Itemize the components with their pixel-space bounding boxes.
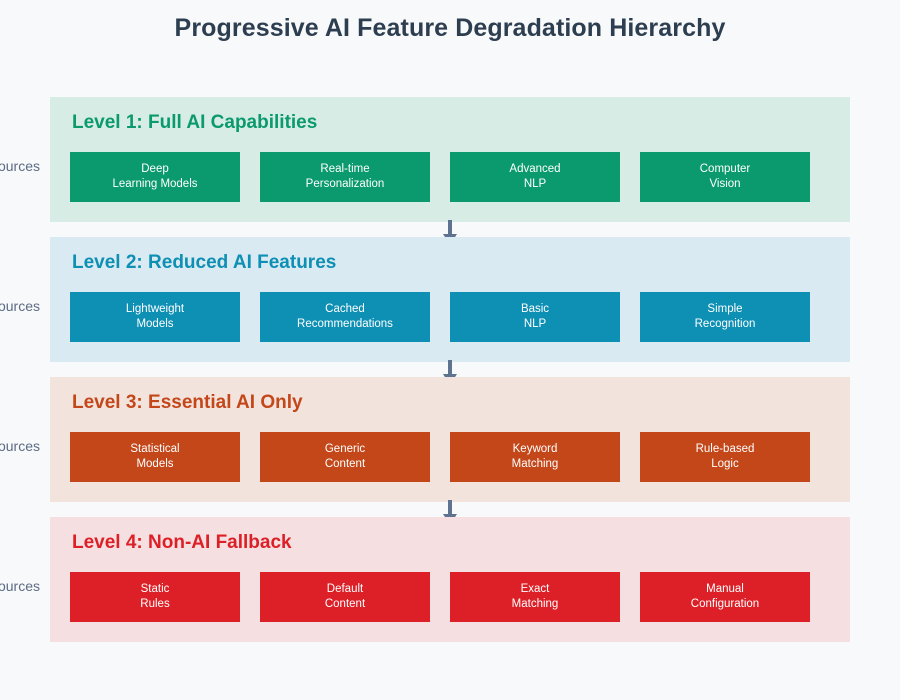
feature-box-advanced-nlp[interactable]: Advanced NLP	[450, 152, 620, 202]
feature-box-exact-matching[interactable]: Exact Matching	[450, 572, 620, 622]
level-panel-1: Level 1: Full AI Capabilities Deep Learn…	[50, 97, 850, 222]
feature-line-2: Content	[324, 458, 366, 470]
feature-line-1: Lightweight	[125, 303, 185, 315]
feature-box-statistical-models[interactable]: Statistical Models	[70, 432, 240, 482]
feature-line-2: Rules	[140, 598, 170, 610]
page-title: Progressive AI Feature Degradation Hiera…	[174, 14, 726, 42]
feature-box-static-rules[interactable]: Static Rules	[70, 572, 240, 622]
feature-line-1: Simple	[707, 303, 743, 315]
feature-line-1: Cached	[325, 303, 365, 315]
feature-line-2: Logic	[711, 458, 739, 470]
side-label-level-2: ources	[0, 298, 40, 314]
feature-line-2: Models	[136, 318, 174, 330]
feature-box-basic-nlp[interactable]: Basic NLP	[450, 292, 620, 342]
side-label-level-4: ources	[0, 578, 40, 594]
feature-box-computer-vision[interactable]: Computer Vision	[640, 152, 810, 202]
level-heading-2: Level 2: Reduced AI Features	[72, 252, 337, 273]
feature-line-2: Content	[324, 598, 366, 610]
level-heading-1: Level 1: Full AI Capabilities	[72, 112, 318, 133]
level-panel-4: Level 4: Non-AI Fallback Static Rules De…	[50, 517, 850, 642]
feature-box-deep-learning-models[interactable]: Deep Learning Models	[70, 152, 240, 202]
feature-box-lightweight-models[interactable]: Lightweight Models	[70, 292, 240, 342]
feature-line-2: Recommendations	[297, 318, 393, 330]
feature-box-rule-based-logic[interactable]: Rule-based Logic	[640, 432, 810, 482]
feature-line-1: Advanced	[509, 163, 561, 175]
feature-box-cached-recommendations[interactable]: Cached Recommendations	[260, 292, 430, 342]
feature-line-1: Statistical	[130, 443, 180, 455]
feature-line-2: Personalization	[305, 178, 385, 190]
feature-box-real-time-personalization[interactable]: Real-time Personalization	[260, 152, 430, 202]
feature-row-2: Lightweight Models Cached Recommendation…	[50, 292, 850, 342]
feature-box-manual-configuration[interactable]: Manual Configuration	[640, 572, 810, 622]
feature-line-2: Configuration	[690, 598, 760, 610]
side-label-level-3: ources	[0, 438, 40, 454]
feature-line-1: Real-time	[320, 163, 370, 175]
feature-line-1: Keyword	[512, 443, 558, 455]
feature-line-2: NLP	[523, 318, 547, 330]
level-heading-4: Level 4: Non-AI Fallback	[72, 532, 292, 553]
feature-box-default-content[interactable]: Default Content	[260, 572, 430, 622]
feature-line-2: Recognition	[694, 318, 756, 330]
feature-line-1: Default	[326, 583, 364, 595]
feature-row-1: Deep Learning Models Real-time Personali…	[50, 152, 850, 202]
feature-box-simple-recognition[interactable]: Simple Recognition	[640, 292, 810, 342]
feature-line-2: Vision	[709, 178, 741, 190]
feature-line-1: Computer	[699, 163, 751, 175]
feature-line-1: Generic	[324, 443, 366, 455]
feature-box-keyword-matching[interactable]: Keyword Matching	[450, 432, 620, 482]
feature-box-generic-content[interactable]: Generic Content	[260, 432, 430, 482]
feature-line-1: Static	[140, 583, 170, 595]
feature-line-1: Manual	[706, 583, 744, 595]
feature-line-1: Basic	[520, 303, 550, 315]
feature-line-1: Exact	[520, 583, 550, 595]
level-panel-2: Level 2: Reduced AI Features Lightweight…	[50, 237, 850, 362]
feature-line-1: Rule-based	[695, 443, 755, 455]
side-label-level-1: ources	[0, 158, 40, 174]
feature-line-2: Matching	[511, 598, 559, 610]
feature-row-3: Statistical Models Generic Content Keywo…	[50, 432, 850, 482]
level-panel-3: Level 3: Essential AI Only Statistical M…	[50, 377, 850, 502]
feature-row-4: Static Rules Default Content Exact Match…	[50, 572, 850, 622]
feature-line-1: Deep	[141, 163, 169, 175]
feature-line-2: Matching	[511, 458, 559, 470]
level-heading-3: Level 3: Essential AI Only	[72, 392, 303, 413]
feature-line-2: Models	[136, 458, 174, 470]
feature-line-2: NLP	[523, 178, 547, 190]
feature-line-2: Learning Models	[112, 178, 198, 190]
